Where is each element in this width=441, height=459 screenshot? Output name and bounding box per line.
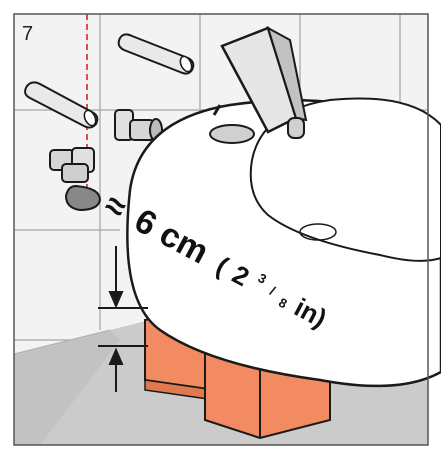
dimension-whole-in: 2 — [227, 259, 254, 292]
angle-valve-left — [49, 147, 102, 212]
mounting-rod-left — [24, 81, 99, 129]
dimension-marker — [98, 246, 148, 392]
dimension-frac-den: 8 — [276, 295, 289, 312]
angle-valve-right — [114, 109, 163, 142]
mounting-rod-top — [117, 33, 195, 75]
step-number: 7 — [22, 23, 33, 45]
basin-inner-rim — [249, 97, 441, 262]
faucet — [209, 25, 308, 144]
washbasin — [126, 97, 441, 388]
diagram-border — [13, 13, 429, 446]
drain-icon — [299, 223, 337, 241]
dimension-frac-slash: / — [267, 283, 278, 298]
dimension-frac-num: 3 — [256, 270, 269, 287]
